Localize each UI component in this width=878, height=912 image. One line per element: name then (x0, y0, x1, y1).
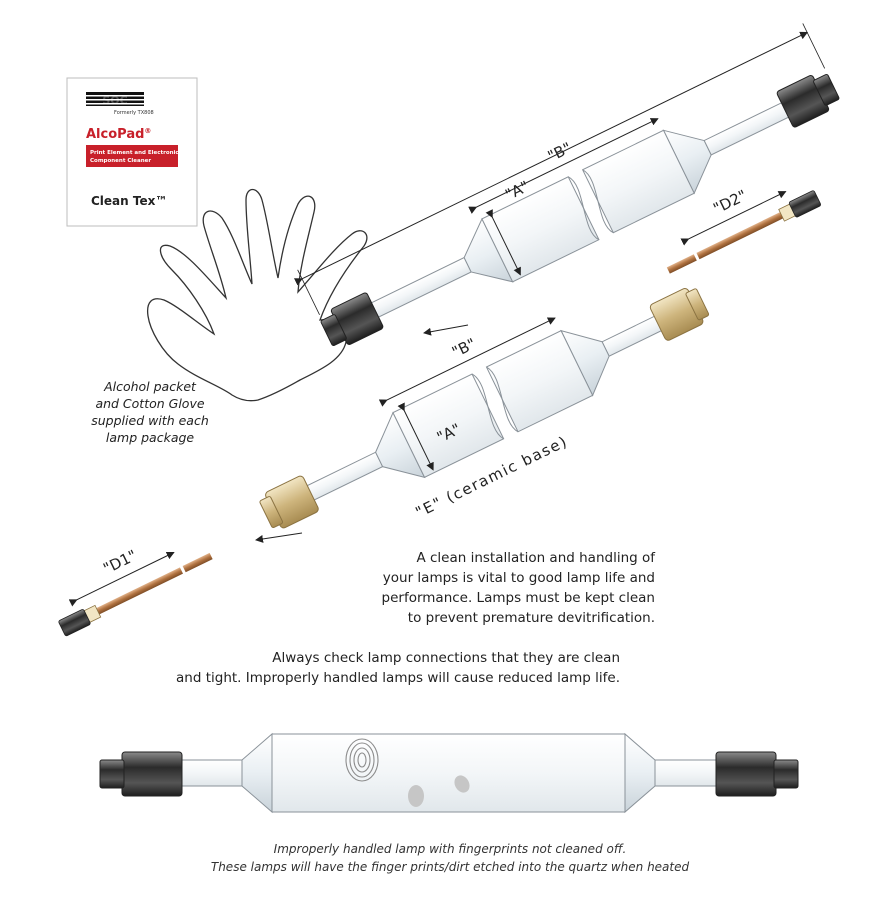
alcohol-packet: SOC Formerly TX808 AlcoPad® Print Elemen… (66, 77, 198, 227)
smudge-1 (408, 785, 424, 807)
lamp-middle-stem-right (601, 314, 664, 357)
lead-wire-d1: "D1" (58, 546, 213, 637)
lamp-bottom-stem-left (179, 759, 243, 787)
packet-band-line2: Component Cleaner (90, 158, 151, 164)
d2-terminal (788, 190, 821, 218)
lamp-top-stem-left (364, 256, 472, 321)
lamp-bottom (99, 732, 799, 814)
lamp-top-endcap-left-tip (320, 314, 347, 347)
side-caption: Alcohol packet and Cotton Glove supplied… (70, 378, 230, 446)
lamp-top: "A" "B" (293, 23, 840, 347)
cotton-glove (146, 188, 368, 402)
d1-wire-stub (182, 552, 213, 573)
paragraph-line: performance. Lamps must be kept clean (381, 590, 655, 606)
paragraph-line: your lamps is vital to good lamp life an… (382, 570, 655, 586)
lamp-bottom-endcap-right (715, 751, 777, 797)
arrow-top-lamp (423, 324, 469, 336)
lamp-bottom-body (271, 733, 626, 813)
side-caption-line: supplied with each (91, 413, 209, 428)
packet-brand: SOC (102, 94, 127, 107)
side-caption-line: lamp package (105, 430, 195, 445)
paragraph-clean-installation: A clean installation and handling of you… (255, 548, 655, 628)
packet-band (86, 145, 178, 167)
bottom-caption: Improperly handled lamp with fingerprint… (120, 840, 780, 876)
packet-footer: Clean Tex™ (91, 194, 167, 208)
packet-product: AlcoPad® (86, 127, 151, 142)
lamp-top-endcap-right-tip (813, 73, 840, 106)
dim-a-mid-line (397, 402, 434, 471)
lamp-bottom-cone-right (624, 732, 656, 814)
dim-overall-top-line (293, 31, 809, 286)
packet-band-line1: Print Element and Electronic (90, 150, 179, 156)
d2-wire (696, 211, 785, 260)
lamp-middle: "A" "B" "E" (ceramic base) (255, 288, 710, 543)
dim-b-mid-line (378, 317, 556, 407)
paragraph-line: Always check lamp connections that they … (272, 650, 620, 666)
side-caption-line: and Cotton Glove (95, 396, 205, 411)
lamp-bottom-cone-left (241, 732, 273, 814)
lamp-bottom-endcap-left (121, 751, 183, 797)
label-d1: "D1" (100, 546, 139, 577)
paragraph-line: and tight. Improperly handled lamps will… (176, 670, 620, 686)
ceramic-base-right-lip (685, 288, 710, 321)
lamp-middle-stem-left (303, 451, 384, 503)
bottom-caption-line: These lamps will have the finger prints/… (210, 860, 690, 874)
lamp-bottom-stem-right (654, 759, 718, 787)
smudge-2 (454, 775, 470, 793)
arrow-ceramic-base (255, 532, 303, 543)
lamp-top-stem-right (703, 100, 793, 156)
lead-wire-d2: "D2" (666, 186, 821, 274)
fingerprint-large (345, 738, 379, 782)
bottom-caption-line: Improperly handled lamp with fingerprint… (273, 842, 627, 856)
dim-d2-line (680, 191, 787, 246)
dim-d1-line (68, 551, 175, 607)
lamp-bottom-endcap-left-tip (99, 759, 125, 789)
packet-formerly: Formerly TX808 (114, 110, 154, 116)
ceramic-base-left-lip (259, 496, 284, 528)
d1-terminal (58, 609, 91, 637)
side-caption-line: Alcohol packet (104, 379, 196, 394)
label-d2: "D2" (710, 186, 749, 217)
paragraph-line: A clean installation and handling of (416, 550, 655, 566)
paragraph-line: to prevent premature devitrification. (407, 610, 655, 626)
lamp-bottom-endcap-right-tip (773, 759, 799, 789)
d2-wire-stub (666, 254, 697, 274)
paragraph-check-connections: Always check lamp connections that they … (160, 648, 620, 688)
soc-logo: SOC (86, 92, 144, 107)
